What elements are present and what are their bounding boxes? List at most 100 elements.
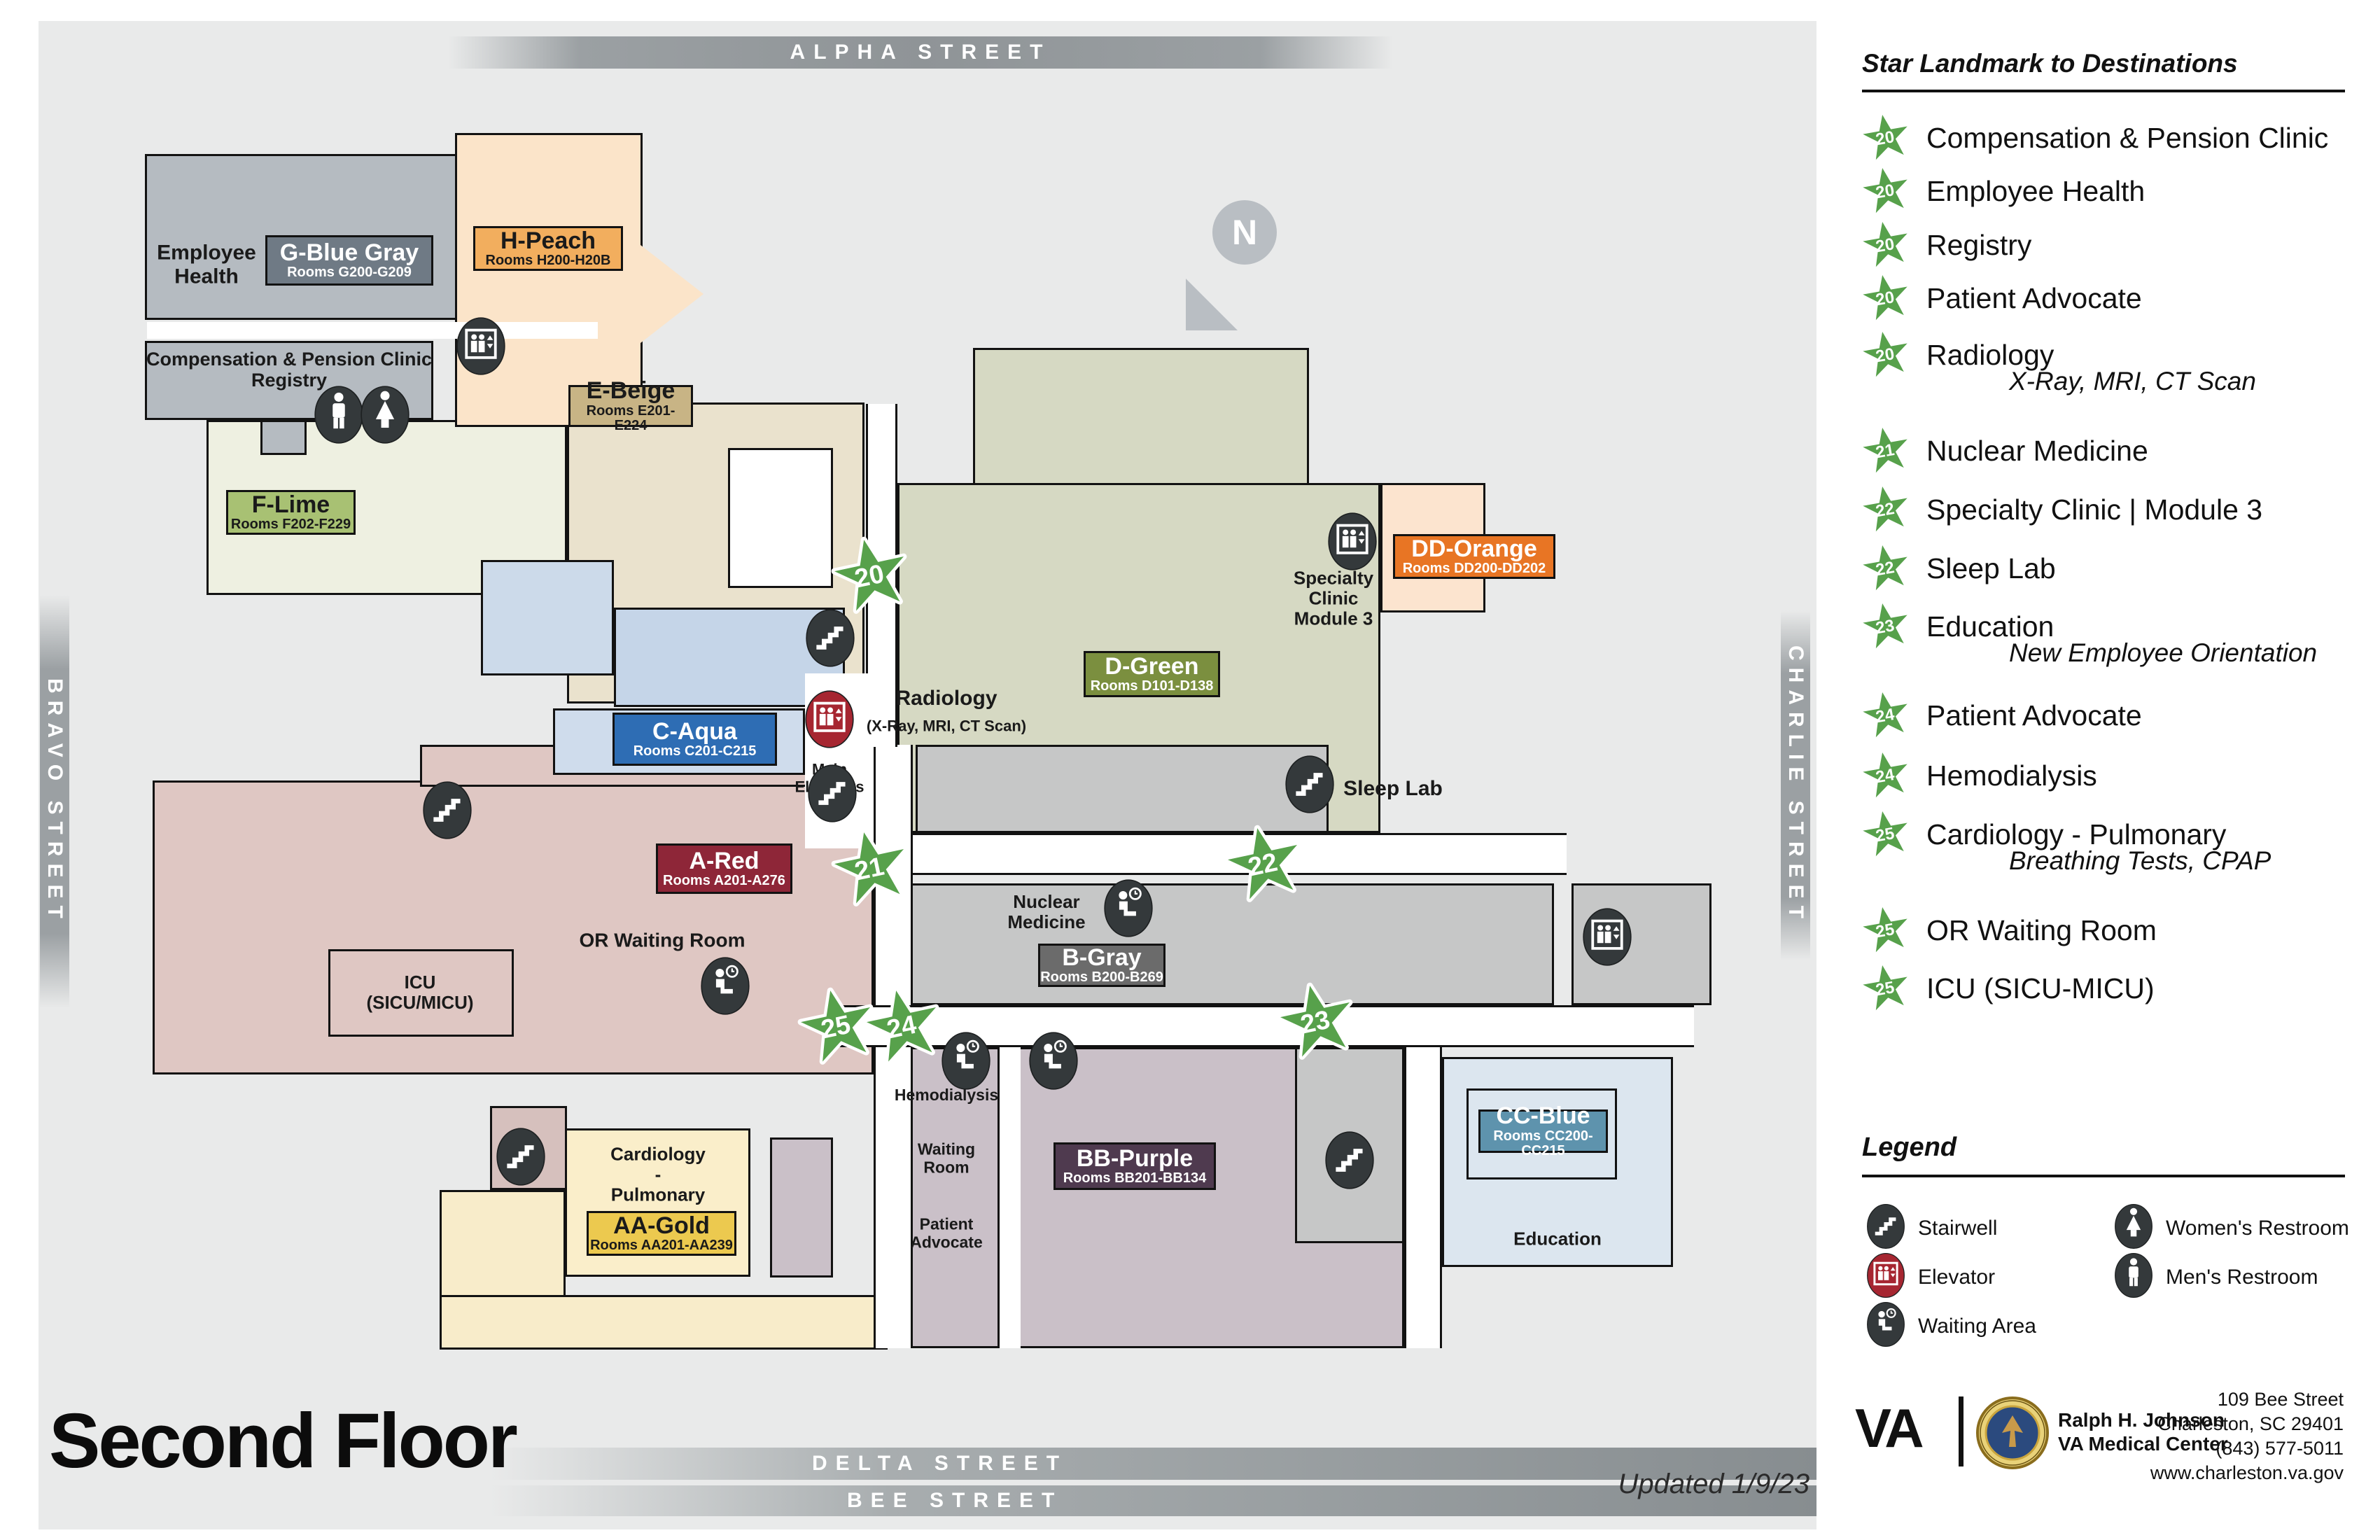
gold-strip-bottom <box>440 1295 888 1350</box>
stairwell-icon <box>1284 754 1335 819</box>
north-icon: N <box>1212 200 1277 265</box>
street-delta-label: DELTA STREET <box>812 1452 1068 1475</box>
svg-text:24: 24 <box>1875 705 1897 727</box>
f-lime-title: F-Lime <box>251 491 330 518</box>
stairwell-icon <box>805 608 855 673</box>
svg-text:25: 25 <box>1875 920 1896 941</box>
waiting-area-icon <box>700 955 750 1021</box>
facility-name: Ralph H. Johnson VA Medical Center <box>2058 1408 2228 1455</box>
a-red-title: A-Red <box>689 847 760 874</box>
sleep-lab-text: Sleep Lab <box>1343 777 1443 801</box>
stairwell-icon <box>422 780 472 845</box>
svg-text:20: 20 <box>1875 344 1896 366</box>
legend-item: Women's Restroom <box>2114 1203 2349 1254</box>
bb-purple-title: BB-Purple <box>1076 1144 1194 1172</box>
star-badge-20: 20 <box>1858 268 1915 328</box>
stairwell-icon <box>496 1126 546 1191</box>
destination-label: Education <box>1926 610 2054 643</box>
star-marker-24: 24 <box>858 979 950 1073</box>
g-blue-gray-rooms: Rooms G200-G209 <box>287 265 412 281</box>
c-aqua-title: C-Aqua <box>652 718 737 745</box>
svg-text:22: 22 <box>1875 499 1896 521</box>
sidebar-divider <box>1862 90 2345 92</box>
dd-orange-rooms: Rooms DD200-DD202 <box>1402 561 1546 577</box>
stairwell-icon <box>1324 1130 1375 1195</box>
star-badge-21: 21 <box>1858 421 1915 481</box>
h-peach-rooms: Rooms H200-H20B <box>485 253 611 269</box>
street-charlie-label: CHARLIE STREET <box>1784 645 1807 925</box>
va-seal-icon <box>1976 1396 2049 1469</box>
cc-blue-rooms: Rooms CC200-CC215 <box>1493 1128 1593 1158</box>
education-text: Education <box>1513 1228 1602 1250</box>
legend-item: Waiting Area <box>1866 1301 2036 1352</box>
radiology-text: Radiology <box>895 687 997 710</box>
b-gray-right-arm <box>1572 883 1712 1005</box>
corridor-hemo-bb <box>1000 1047 1021 1348</box>
street-bravo: BRAVO STREET <box>40 595 69 1008</box>
star-marker-21: 21 <box>825 820 918 915</box>
street-bee-label: BEE STREET <box>847 1489 1063 1512</box>
icu-room <box>328 949 514 1037</box>
street-bee: BEE STREET <box>490 1485 1816 1516</box>
street-alpha: ALPHA STREET <box>448 36 1393 69</box>
svg-text:22: 22 <box>1245 847 1280 882</box>
mens-restroom-icon <box>2114 1252 2153 1303</box>
svg-text:23: 23 <box>1875 616 1896 638</box>
destination-sublabel: X-Ray, MRI, CT Scan <box>2009 367 2256 396</box>
elevator-dark-icon <box>1327 511 1378 576</box>
elevator-dark-icon <box>1582 906 1632 972</box>
b-gray-wing <box>872 883 1554 1005</box>
comp-pension-text: Compensation & Pension Clinic Registry <box>146 348 433 391</box>
svg-text:20: 20 <box>1875 234 1896 256</box>
destination-label: Patient Advocate <box>1926 282 2142 314</box>
cardiology-pulmonary-text: Cardiology - Pulmonary <box>610 1143 706 1205</box>
destination-label: Specialty Clinic | Module 3 <box>1926 493 2263 526</box>
destination-label: Sleep Lab <box>1926 552 2056 584</box>
waiting-area-icon <box>1028 1030 1079 1096</box>
or-waiting-room-text: OR Waiting Room <box>579 929 746 951</box>
address-line: (843) 577-5011 <box>2216 1438 2344 1460</box>
womens-restroom-icon <box>2114 1203 2153 1254</box>
b-gray-title: B-Gray <box>1062 944 1142 971</box>
street-alpha-label: ALPHA STREET <box>790 41 1051 64</box>
legend-item: Elevator <box>1866 1252 1995 1303</box>
cc-blue-title: CC-Blue <box>1496 1102 1590 1130</box>
legend-item: Stairwell <box>1866 1203 1997 1254</box>
c-aqua-rooms: Rooms C201-C215 <box>633 743 757 760</box>
svg-text:21: 21 <box>852 851 886 886</box>
e-beige-rooms: Rooms E201-E224 <box>586 402 676 433</box>
star-badge-20: 20 <box>1858 215 1915 275</box>
icu-text: ICU (SICU/MICU) <box>366 971 474 1013</box>
star-badge-24: 24 <box>1858 746 1915 806</box>
star-badge-25: 25 <box>1858 900 1915 960</box>
star-badge-25: 25 <box>1858 958 1915 1018</box>
destination-sublabel: New Employee Orientation <box>2009 638 2318 667</box>
corridor-main-east <box>874 833 1567 875</box>
star-badge-20: 20 <box>1858 325 1915 385</box>
destination-label: Nuclear Medicine <box>1926 435 2148 467</box>
legend-label: Men's Restroom <box>2166 1265 2318 1289</box>
va-wordmark: VA <box>1855 1397 1924 1459</box>
f-lime-rooms: Rooms F202-F229 <box>230 517 351 533</box>
destination-label: Cardiology - Pulmonary <box>1926 818 2227 850</box>
bb-purple-rooms: Rooms BB201-BB134 <box>1063 1170 1207 1186</box>
svg-text:20: 20 <box>1875 181 1896 202</box>
comp-pension-tab <box>260 420 307 455</box>
star-badge-20: 20 <box>1858 161 1915 221</box>
legend-label: Waiting Area <box>1918 1314 2036 1338</box>
